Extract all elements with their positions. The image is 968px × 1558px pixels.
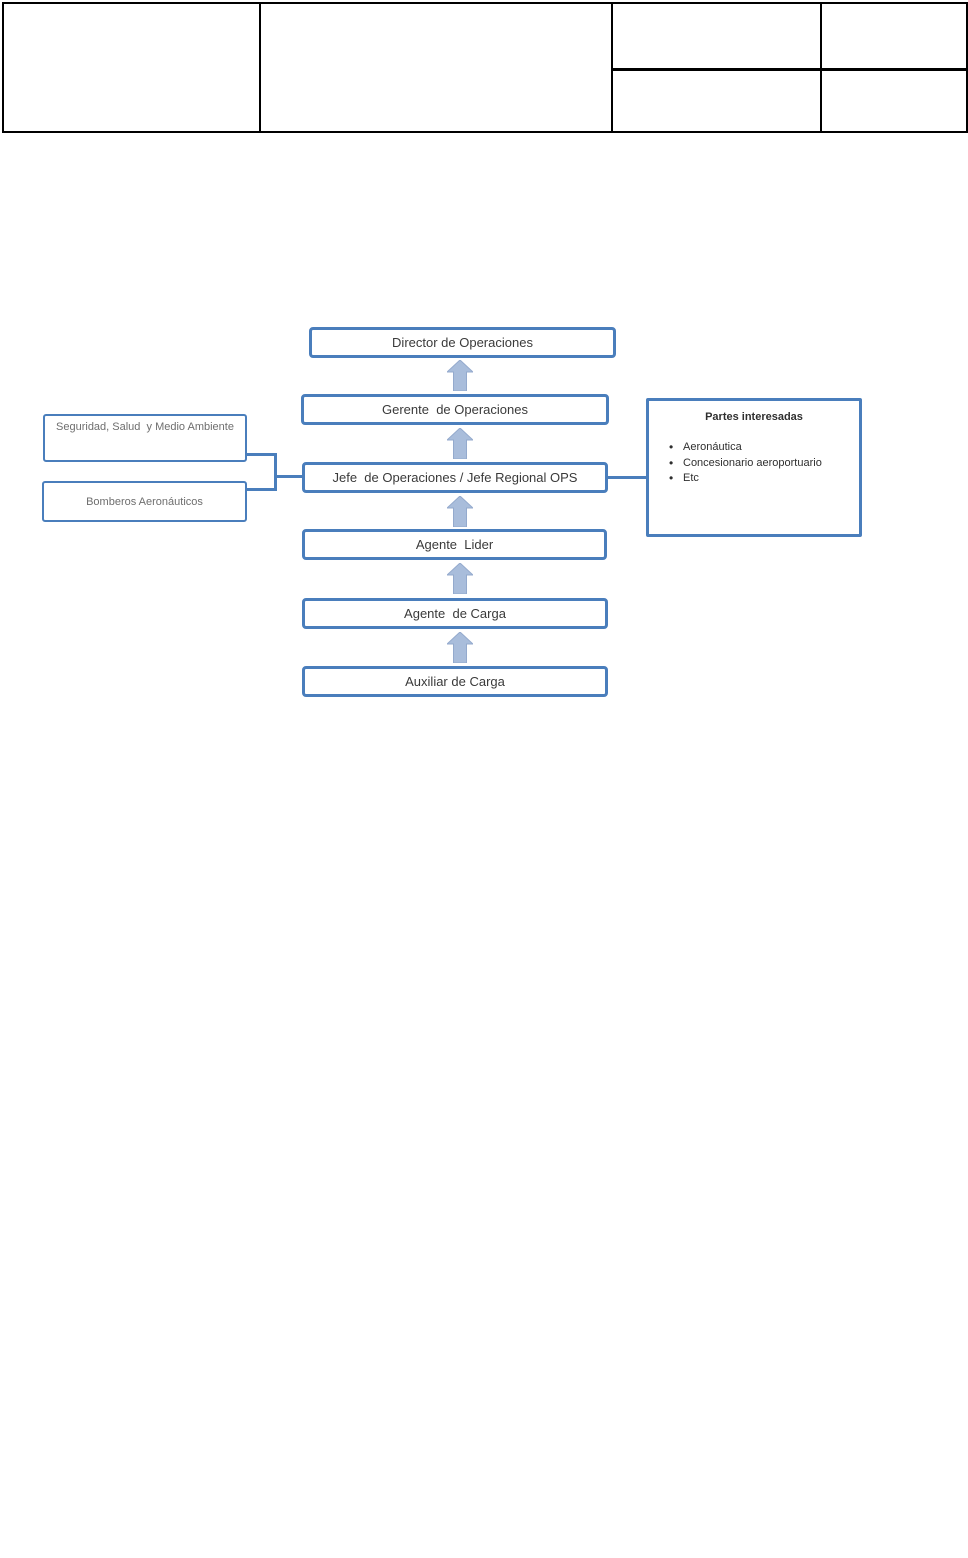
org-box-auxiliar-carga: Auxiliar de Carga [302,666,608,697]
header-cell-page [820,68,968,133]
header-cell-title [259,2,613,133]
side-box-bomberos: Bomberos Aeronáuticos [42,481,247,522]
up-arrow-icon [447,632,473,663]
stakeholder-item: Concesionario aeroportuario [669,456,849,472]
up-arrow-icon [447,563,473,594]
connector-left-to-jefe [277,475,302,478]
connector-seguridad-stub [247,453,277,456]
stakeholders-title: Partes interesadas [705,411,803,423]
up-arrow-icon [447,496,473,527]
connector-left-vertical [274,453,277,491]
connector-bomberos-stub [247,488,277,491]
org-box-agente-lider: Agente Lider [302,529,607,560]
org-box-jefe-operaciones: Jefe de Operaciones / Jefe Regional OPS [302,462,608,493]
stakeholders-box: Partes interesadas Aeronáutica Concesion… [646,398,862,537]
side-box-seguridad: Seguridad, Salud y Medio Ambiente [43,414,247,462]
org-box-director: Director de Operaciones [309,327,616,358]
header-cell-date [611,68,822,133]
connector-jefe-to-stakeholders [608,476,646,479]
up-arrow-icon [447,360,473,391]
org-box-agente-carga: Agente de Carga [302,598,608,629]
header-table [2,2,968,133]
stakeholder-item: Etc [669,471,849,487]
up-arrow-icon [447,428,473,459]
header-cell-code [611,2,822,71]
stakeholders-list: Aeronáutica Concesionario aeroportuario … [659,440,849,487]
header-cell-version [820,2,968,71]
stakeholder-item: Aeronáutica [669,440,849,456]
header-cell-logo [2,2,261,133]
org-box-gerente: Gerente de Operaciones [301,394,609,425]
